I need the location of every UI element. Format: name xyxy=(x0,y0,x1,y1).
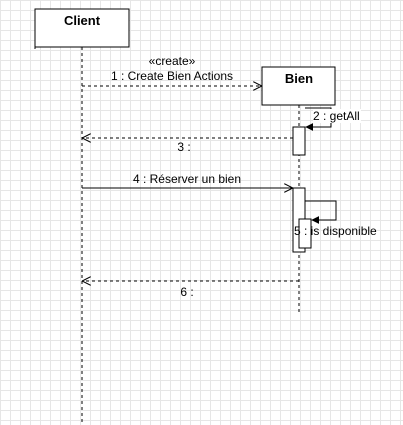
client-title: Client xyxy=(64,13,101,28)
message-2-label: 2 : getAll xyxy=(313,109,360,123)
message-1-stereotype: «create» xyxy=(149,54,196,68)
message-4-reserver[interactable]: 4 : Réserver un bien xyxy=(82,172,292,188)
activation-bar-disponible xyxy=(298,218,312,249)
message-5-label: 5 : is disponible xyxy=(294,224,377,238)
message-6-return[interactable]: 6 : xyxy=(83,281,299,299)
message-6-label: 6 : xyxy=(180,285,193,299)
activation-bar-getall xyxy=(292,126,306,156)
client-lifeline[interactable]: Client xyxy=(34,8,130,425)
message-1-create[interactable]: «create» 1 : Create Bien Actions xyxy=(82,54,261,86)
message-3-return[interactable]: 3 : xyxy=(83,138,293,154)
bien-title: Bien xyxy=(285,71,313,86)
message-3-label: 3 : xyxy=(177,140,190,154)
message-1-label: 1 : Create Bien Actions xyxy=(111,69,233,83)
message-2-getall[interactable]: 2 : getAll xyxy=(305,107,361,131)
message-4-label: 4 : Réserver un bien xyxy=(133,172,241,186)
message-5-disponible[interactable]: 5 : is disponible xyxy=(294,200,377,238)
